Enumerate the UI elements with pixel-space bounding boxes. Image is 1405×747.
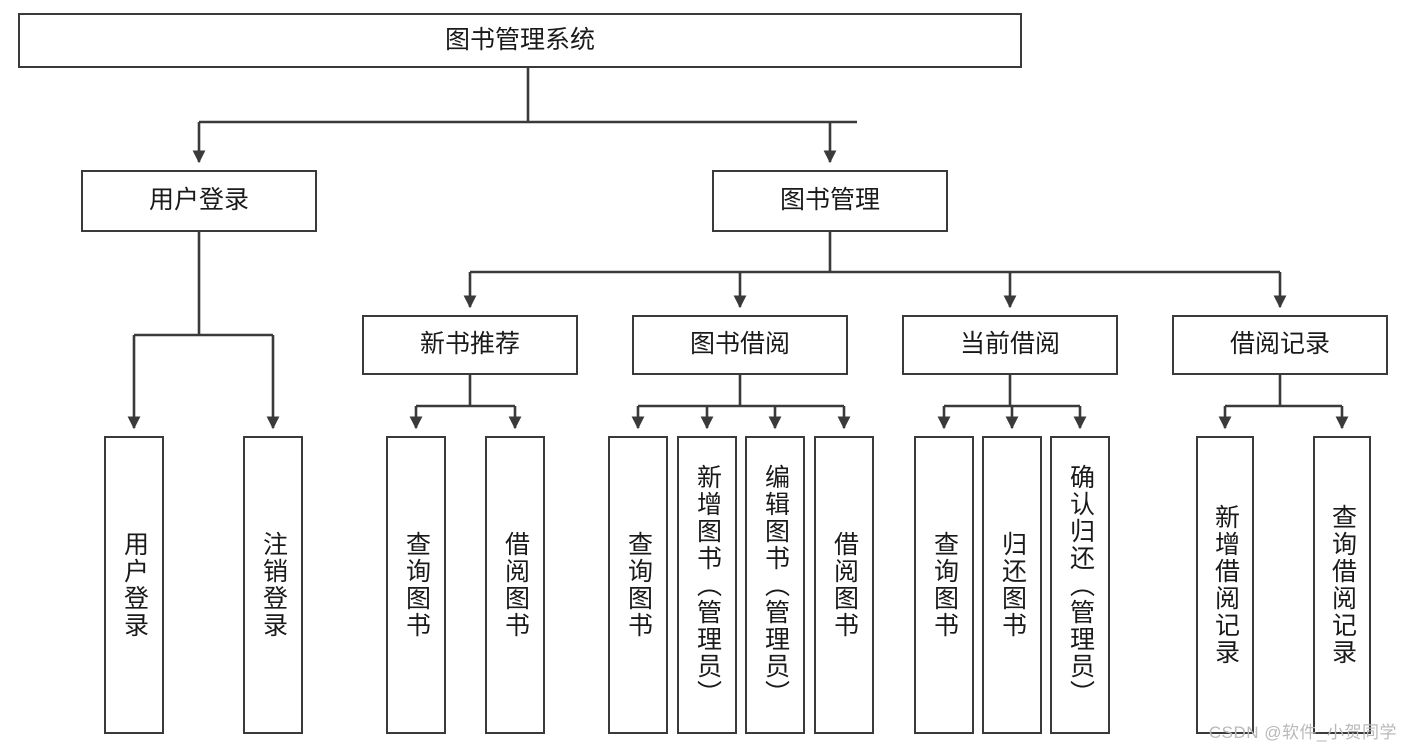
node-borrow-record[interactable]: 借阅记录 xyxy=(1172,315,1388,375)
node-leaf-logout[interactable]: 注销登录 xyxy=(243,436,303,734)
node-label: 编辑图书（管理员） xyxy=(761,463,790,707)
node-label: 确认归还（管理员） xyxy=(1066,463,1095,707)
node-leaf-confirm-return-admin[interactable]: 确认归还（管理员） xyxy=(1050,436,1110,734)
node-leaf-query-borrow-record[interactable]: 查询借阅记录 xyxy=(1313,436,1371,734)
node-leaf-borrow-book-recommend[interactable]: 借阅图书 xyxy=(485,436,545,734)
node-leaf-query-book-current[interactable]: 查询图书 xyxy=(914,436,974,734)
node-user-login[interactable]: 用户登录 xyxy=(81,170,317,232)
edge-group-root xyxy=(192,68,857,164)
node-label: 查询图书 xyxy=(930,531,959,639)
node-label: 新增借阅记录 xyxy=(1211,504,1240,666)
node-leaf-borrow-book[interactable]: 借阅图书 xyxy=(814,436,874,734)
node-leaf-user-login[interactable]: 用户登录 xyxy=(104,436,164,734)
node-label: 借阅记录 xyxy=(1229,330,1330,359)
node-book-borrow[interactable]: 图书借阅 xyxy=(632,315,848,375)
node-label: 注销登录 xyxy=(259,531,288,639)
node-leaf-add-borrow-record[interactable]: 新增借阅记录 xyxy=(1196,436,1254,734)
node-current-borrow[interactable]: 当前借阅 xyxy=(902,315,1118,375)
node-leaf-edit-book-admin[interactable]: 编辑图书（管理员） xyxy=(745,436,805,734)
node-root-system[interactable]: 图书管理系统 xyxy=(18,13,1022,68)
node-label: 查询图书 xyxy=(402,531,431,639)
node-leaf-query-book-recommend[interactable]: 查询图书 xyxy=(386,436,446,734)
edge-group-user-login xyxy=(127,232,280,430)
node-label: 归还图书 xyxy=(998,531,1027,639)
node-label: 借阅图书 xyxy=(501,531,530,639)
edge-group-borrow-record xyxy=(1218,375,1349,430)
node-label: 用户登录 xyxy=(148,186,249,215)
node-label: 查询借阅记录 xyxy=(1328,504,1357,666)
node-leaf-query-book-borrow[interactable]: 查询图书 xyxy=(608,436,668,734)
node-label: 新增图书（管理员） xyxy=(693,463,722,707)
node-label: 新书推荐 xyxy=(419,330,520,359)
node-leaf-return-book[interactable]: 归还图书 xyxy=(982,436,1042,734)
edge-group-current-borrow xyxy=(937,375,1087,430)
node-label: 图书借阅 xyxy=(689,330,790,359)
node-label: 图书管理系统 xyxy=(444,25,595,54)
node-label: 借阅图书 xyxy=(830,531,859,639)
node-label: 当前借阅 xyxy=(959,330,1060,359)
node-leaf-add-book-admin[interactable]: 新增图书（管理员） xyxy=(677,436,737,734)
node-new-book-recommend[interactable]: 新书推荐 xyxy=(362,315,578,375)
node-label: 图书管理 xyxy=(779,186,880,215)
node-book-management[interactable]: 图书管理 xyxy=(712,170,948,232)
node-label: 用户登录 xyxy=(120,531,149,639)
edge-group-new-book xyxy=(409,375,522,430)
edge-group-book-management xyxy=(463,232,1287,309)
edge-group-book-borrow xyxy=(631,375,851,430)
node-label: 查询图书 xyxy=(624,531,653,639)
